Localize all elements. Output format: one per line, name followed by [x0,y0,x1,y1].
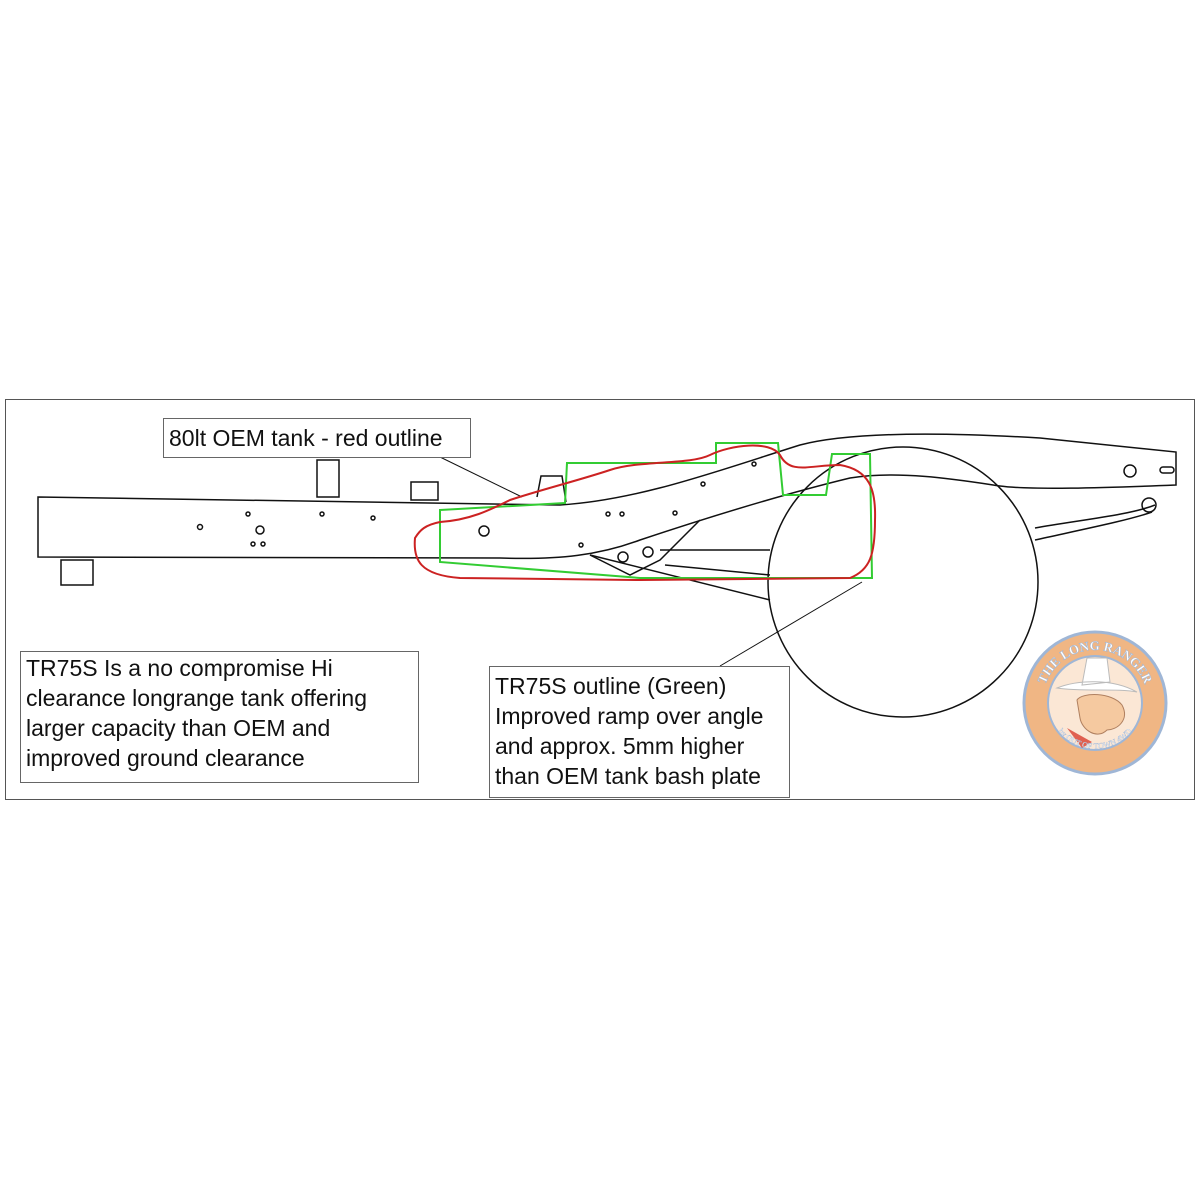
oem-tank-label: 80lt OEM tank - red outline [163,418,471,458]
tr75s-outline-green [439,442,874,579]
note-line: and approx. 5mm higher [495,733,745,759]
chassis-rail-front [37,433,1177,560]
leader-line-tr75s [719,581,863,667]
spring [660,504,1156,576]
note-line: larger capacity than OEM and [26,715,331,741]
diagram-frame [5,399,1195,800]
bandana-icon [1067,728,1092,748]
note-line: TR75S Is a no compromise Hi [26,655,333,681]
note-line: Improved ramp over angle [495,703,764,729]
long-ranger-logo: THE LONG RANGER by OUT OF TOWN 4WD [1022,630,1168,776]
rear-shackle-bracket [589,519,701,576]
note-line: TR75S outline (Green) [495,673,727,699]
note-line: improved ground clearance [26,745,305,771]
leader-line-oem [439,456,523,498]
chassis-holes [196,461,1175,548]
camel-head-icon [1076,694,1125,735]
tr75s-outline-note: TR75S outline (Green) Improved ramp over… [489,666,790,798]
note-line: clearance longrange tank offering [26,685,367,711]
oem-tank-outline-red [413,444,877,582]
rear-wheel [767,446,1039,718]
camel-hat-icon [1055,657,1138,693]
note-line: than OEM tank bash plate [495,763,761,789]
oem-tank-label-text: 80lt OEM tank - red outline [169,425,443,451]
tr75s-description-note: TR75S Is a no compromise Hi clearance lo… [20,651,419,783]
